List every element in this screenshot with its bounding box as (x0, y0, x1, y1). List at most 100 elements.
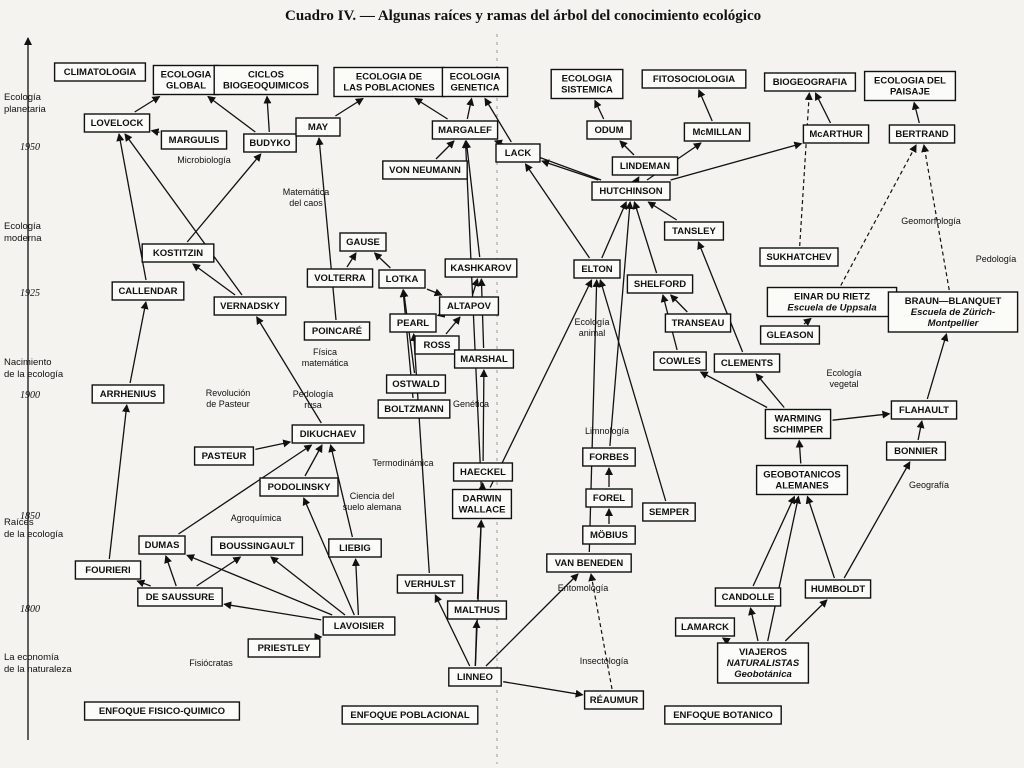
node-box (582, 447, 636, 467)
era-label: planetaria (4, 104, 46, 115)
node-odum: ODUM (586, 120, 632, 140)
node-box (755, 464, 849, 496)
edge-odum-to-ecol-sistemica (594, 99, 605, 120)
dashed-edge-du-rietz-to-bertrand (840, 144, 917, 286)
node-box (414, 335, 460, 355)
node-haeckel: HAECKEL (452, 462, 514, 482)
node-box (213, 64, 319, 96)
node-label: ODUM (594, 125, 623, 136)
node-label: BONNIER (894, 446, 938, 457)
node-box (382, 160, 468, 180)
node-label: ECOLOGIA DEL (874, 76, 946, 87)
node-box (804, 579, 872, 599)
label-ciencia-suelo: Ciencia del (350, 491, 395, 501)
node-label: ECOLOGIA (450, 72, 501, 83)
node-label: NATURALISTAS (727, 658, 800, 669)
node-box (160, 130, 228, 150)
node-label: LINNEO (457, 672, 493, 683)
node-candolle: CANDOLLE (714, 587, 782, 607)
node-label: FITOSOCIOLOGIA (653, 74, 735, 85)
node-linneo: LINNEO (448, 667, 502, 687)
node-label: KOSTITZIN (153, 248, 203, 259)
node-label: ENFOQUE FISICO-QUIMICO (99, 706, 225, 717)
node-label: SUKHATCHEV (766, 252, 832, 263)
edge-fourieri-to-arrhenius (108, 404, 130, 560)
year-label: 1800 (20, 604, 40, 615)
dashed-edge-reaumur-to-van-beneden (588, 573, 613, 690)
node-label: POINCARÉ (312, 326, 362, 337)
node-poincare: POINCARÉ (303, 321, 371, 341)
edge-lavoisier-to-liebig (351, 558, 360, 616)
label-pedologia-rusa: Pedología (293, 389, 334, 399)
node-box (333, 66, 445, 98)
node-label: LINDEMAN (620, 161, 670, 172)
node-box (295, 117, 341, 137)
edge-ross-to-altapov (445, 316, 461, 335)
node-box (111, 281, 185, 301)
label-ecologia-vegetal: Ecología (826, 368, 861, 378)
node-lovelock: LOVELOCK (83, 113, 151, 133)
edge-dikuchaev-to-vernadsky (256, 316, 322, 424)
node-box (213, 296, 287, 316)
node-label: LAS POBLACIONES (343, 83, 434, 94)
node-box (438, 296, 500, 316)
label-revolucion-pasteur: de Pasteur (206, 399, 250, 409)
edge-haeckel-to-marshal (479, 369, 488, 462)
node-box (83, 701, 241, 721)
node-mobius: MÖBIUS (582, 525, 636, 545)
node-label: GEOBOTANICOS (763, 470, 840, 481)
edge-viajeros-to-humboldt (784, 599, 828, 642)
node-box (377, 399, 451, 419)
edge-verhulst-to-pearl (410, 333, 430, 574)
node-label: BIOGEOGRAFIA (773, 77, 848, 88)
node-margulis: MARGULIS (160, 130, 228, 150)
node-bertrand: BERTRAND (888, 124, 956, 144)
node-label: Montpellier (928, 318, 980, 329)
edge-lack-to-ecol-genetica (484, 97, 512, 143)
node-box (322, 616, 396, 636)
edge-humboldt-to-geobotanicos (805, 495, 836, 579)
node-box (802, 124, 870, 144)
node-box (291, 424, 365, 444)
edge-lavoisier-to-boussingault (270, 556, 346, 616)
node-label: KASHKAROV (450, 263, 512, 274)
node-label: DE SAUSSURE (146, 592, 215, 603)
node-label: LAVOISIER (334, 621, 385, 632)
node-box (444, 258, 518, 278)
node-label: DARWIN (463, 494, 502, 505)
edge-gleason-to-du-rietz (803, 317, 812, 326)
node-margalef: MARGALEF (431, 120, 499, 140)
edge-warming-to-clements (755, 373, 785, 408)
node-box (448, 667, 502, 687)
edge-viajeros-to-geobotanicos (767, 495, 801, 642)
edge-altapov-to-kashkarov (471, 278, 480, 296)
era-label: La economía (4, 652, 60, 663)
node-label: HUTCHINSON (599, 186, 662, 197)
node-label: SCHIMPER (773, 425, 823, 436)
edge-hutchinson-to-lindeman (631, 176, 640, 186)
edge-semper-to-elton (598, 279, 667, 502)
edge-hutchinson-to-mcarthur (670, 141, 803, 181)
node-label: BERTRAND (895, 129, 948, 140)
edge-poincare-to-may (315, 137, 337, 321)
node-box (759, 247, 839, 267)
node-fitosociologia: FITOSOCIOLOGIA (641, 69, 747, 89)
node-vernadsky: VERNADSKY (213, 296, 287, 316)
node-label: PASTEUR (202, 451, 247, 462)
node-forbes: FORBES (582, 447, 636, 467)
edge-lovelock-to-ecologia-global (134, 95, 161, 113)
node-label: DUMAS (145, 540, 180, 551)
node-box (341, 705, 479, 725)
edge-pasteur-to-dikuchaev (255, 439, 292, 451)
node-label: VERHULST (404, 579, 455, 590)
edge-warming-to-flahault (832, 410, 891, 421)
node-box (888, 124, 956, 144)
node-label: FOREL (593, 493, 625, 504)
node-label: ELTON (581, 264, 612, 275)
edge-kashkarov-to-margalef (463, 140, 481, 258)
edge-vernadsky-to-kostitzin (192, 263, 236, 296)
node-kostitzin: KOSTITZIN (141, 243, 215, 263)
label-termodinamica: Termodinámica (372, 458, 433, 468)
